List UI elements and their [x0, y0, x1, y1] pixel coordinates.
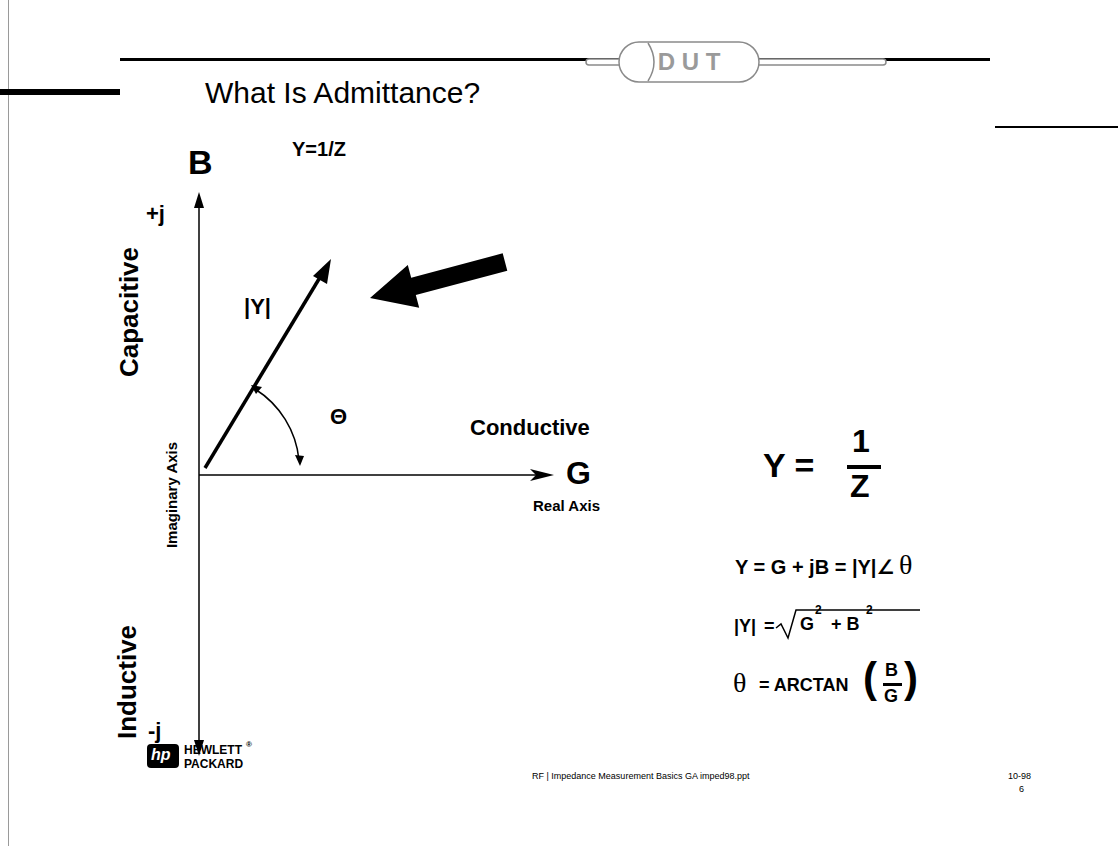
component-outline	[619, 42, 759, 82]
region-label: Capacitive	[115, 247, 145, 377]
page-border	[8, 0, 9, 846]
arc-arrowhead	[251, 385, 262, 394]
formula-text: |Y|	[734, 616, 756, 637]
logo-text: HEWLETT	[184, 744, 242, 758]
formula-symbol: θ	[899, 549, 912, 581]
real-axis	[199, 474, 542, 476]
logo-text: ®	[246, 740, 252, 749]
component-lead	[756, 59, 886, 65]
axis-name: G	[566, 455, 591, 492]
exponent: 2	[866, 604, 873, 618]
fraction-bar	[883, 683, 902, 686]
formula-label: Y=1/Z	[292, 138, 346, 161]
parenthesis: )	[904, 654, 918, 702]
axis-name: B	[188, 143, 213, 182]
region-label: Conductive	[470, 415, 590, 440]
fraction-numerator: B	[885, 660, 898, 681]
formula-text: G	[800, 614, 814, 635]
component-body: D U T	[618, 41, 760, 83]
footer-text: RF | Impedance Measurement Basics GA imp…	[532, 771, 749, 781]
logo-mark: hp	[151, 746, 171, 764]
fraction-denominator: Z	[850, 468, 870, 505]
right-rule	[995, 126, 1118, 128]
left-bar	[0, 89, 120, 95]
axis-caption: Imaginary Axis	[163, 442, 180, 548]
axis-end-label: +j	[146, 201, 165, 226]
formula-text: Y =	[763, 446, 814, 485]
formula-symbol: θ	[733, 667, 746, 699]
formula-text: = ARCTAN	[759, 675, 849, 696]
footer-text: 6	[1019, 784, 1024, 794]
angle-label: Θ	[330, 404, 347, 429]
imaginary-axis	[198, 204, 200, 744]
vector-label: |Y|	[244, 294, 271, 319]
angle-arc	[255, 389, 299, 460]
logo-text: PACKARD	[184, 758, 243, 772]
exponent: 2	[815, 604, 822, 618]
axis-caption: Real Axis	[533, 497, 600, 514]
region-label: Inductive	[113, 625, 143, 739]
axis-end-label: -j	[148, 718, 161, 743]
radical-sign	[776, 610, 920, 638]
fraction-denominator: G	[884, 686, 898, 707]
slide-title: What Is Admittance?	[205, 76, 480, 111]
axis-arrowhead	[194, 192, 204, 208]
formula-text: + B	[831, 614, 860, 635]
pointer-arrow	[370, 253, 507, 307]
formula-text: Y = G + jB = |Y|∠	[735, 556, 894, 579]
component-label: D U T	[658, 48, 721, 76]
fraction-numerator: 1	[852, 423, 870, 460]
vector-arrowhead	[313, 259, 331, 284]
formula-text: =	[764, 616, 775, 637]
parenthesis: (	[863, 654, 877, 702]
arc-arrowhead	[295, 455, 304, 466]
admittance-vector	[205, 274, 322, 468]
component-band	[648, 43, 654, 81]
logo-box	[147, 744, 179, 768]
axis-arrowhead	[530, 469, 554, 481]
footer-text: 10-98	[1008, 771, 1031, 781]
